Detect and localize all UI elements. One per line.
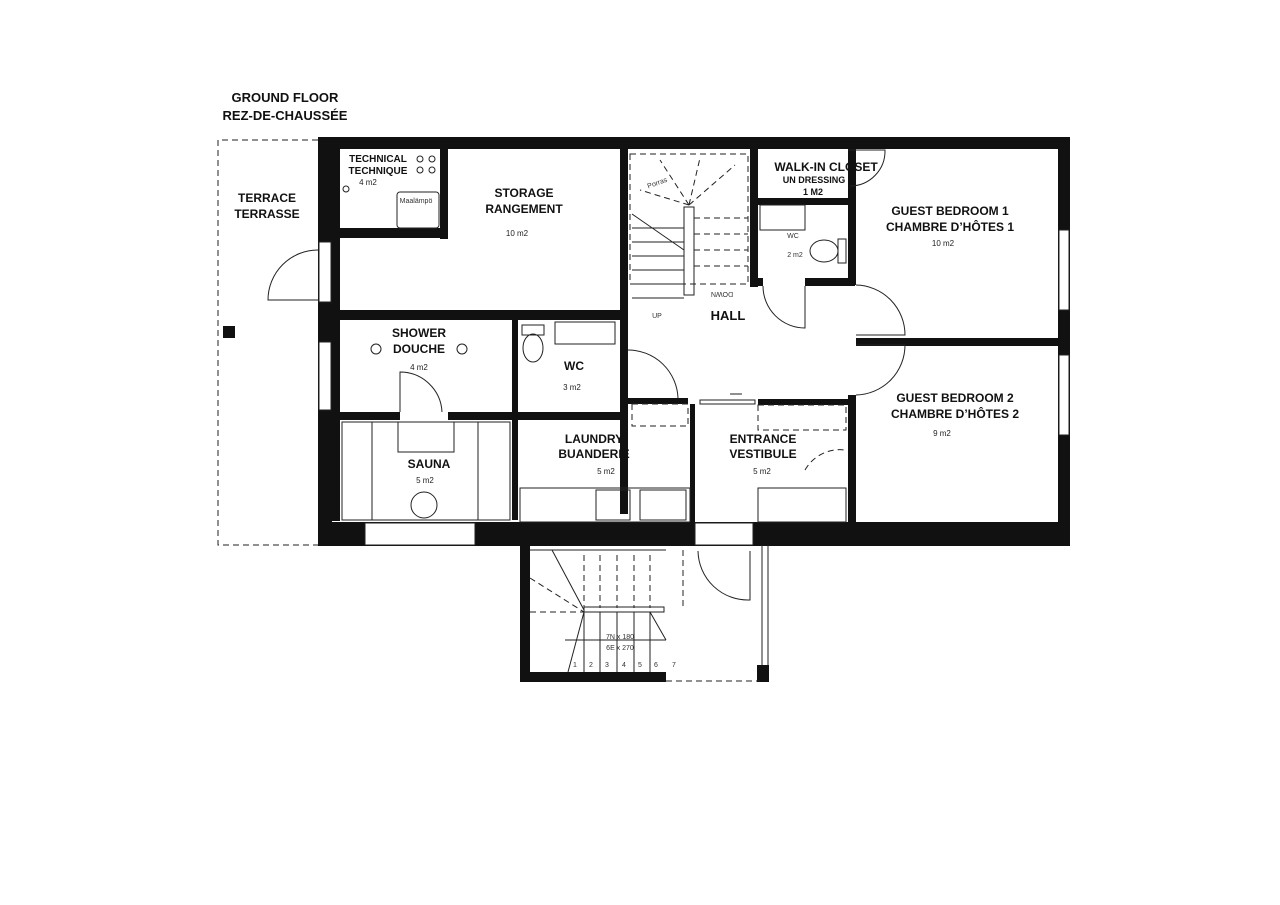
svg-text:CHAMBRE D’HÔTES 2: CHAMBRE D’HÔTES 2 bbox=[891, 406, 1019, 421]
svg-text:CHAMBRE D’HÔTES 1: CHAMBRE D’HÔTES 1 bbox=[886, 219, 1014, 234]
terrace-label-fr: TERRASSE bbox=[234, 207, 299, 221]
room-technical: TECHNICAL TECHNIQUE 4 m2 Maalämpö bbox=[342, 154, 440, 229]
svg-text:BUANDERIE: BUANDERIE bbox=[558, 447, 629, 461]
room-sauna: SAUNA 5 m2 bbox=[341, 421, 511, 521]
svg-text:LAUNDRY: LAUNDRY bbox=[565, 432, 623, 446]
svg-text:6E x 270: 6E x 270 bbox=[606, 645, 634, 652]
room-laundry: LAUNDRY BUANDERIE 5 m2 bbox=[519, 403, 691, 523]
svg-text:GUEST BEDROOM 2: GUEST BEDROOM 2 bbox=[896, 391, 1014, 405]
svg-text:4 m2: 4 m2 bbox=[410, 363, 428, 372]
svg-text:5 m2: 5 m2 bbox=[416, 476, 434, 485]
plan-subtitle: REZ-DE-CHAUSSÉE bbox=[223, 108, 348, 123]
room-guest-bedroom-1: GUEST BEDROOM 1 CHAMBRE D’HÔTES 1 10 m2 bbox=[855, 204, 1014, 336]
svg-text:WC: WC bbox=[787, 233, 799, 240]
svg-text:DOUCHE: DOUCHE bbox=[393, 342, 445, 356]
svg-text:TECHNICAL: TECHNICAL bbox=[349, 154, 407, 165]
svg-text:7N x 180: 7N x 180 bbox=[606, 634, 634, 641]
svg-text:7: 7 bbox=[672, 662, 676, 669]
room-hall: HALL bbox=[627, 308, 746, 399]
room-entrance: ENTRANCE VESTIBULE 5 m2 bbox=[729, 404, 847, 523]
svg-text:5: 5 bbox=[638, 662, 642, 669]
svg-text:3: 3 bbox=[605, 662, 609, 669]
svg-text:Maalämpö: Maalämpö bbox=[400, 198, 433, 205]
room-wc: WC 3 m2 bbox=[521, 321, 616, 392]
room-storage: STORAGE RANGEMENT 10 m2 bbox=[485, 186, 563, 238]
svg-text:HALL: HALL bbox=[711, 308, 746, 323]
walls bbox=[318, 137, 1070, 546]
plan-title: GROUND FLOOR bbox=[232, 90, 339, 105]
room-shower: SHOWER DOUCHE 4 m2 bbox=[370, 326, 468, 413]
svg-text:Porras: Porras bbox=[647, 177, 669, 191]
svg-text:5 m2: 5 m2 bbox=[753, 467, 771, 476]
svg-text:2: 2 bbox=[589, 662, 593, 669]
svg-text:VESTIBULE: VESTIBULE bbox=[729, 447, 796, 461]
svg-text:ENTRANCE: ENTRANCE bbox=[730, 432, 797, 446]
room-guest-bedroom-2: GUEST BEDROOM 2 CHAMBRE D’HÔTES 2 9 m2 bbox=[855, 344, 1019, 438]
svg-text:1 M2: 1 M2 bbox=[803, 187, 823, 197]
svg-text:WC: WC bbox=[564, 359, 584, 373]
svg-text:UN DRESSING: UN DRESSING bbox=[783, 175, 846, 185]
staircase: Porras UP DOWN bbox=[629, 153, 749, 320]
svg-text:10 m2: 10 m2 bbox=[932, 239, 955, 248]
svg-text:9 m2: 9 m2 bbox=[933, 429, 951, 438]
svg-text:6: 6 bbox=[654, 662, 658, 669]
svg-text:4 m2: 4 m2 bbox=[359, 178, 377, 187]
room-wc-small: WC 2 m2 bbox=[759, 204, 847, 329]
svg-text:WALK-IN CLOSET: WALK-IN CLOSET bbox=[774, 160, 878, 174]
heat-pump-unit bbox=[396, 191, 440, 229]
svg-text:STORAGE: STORAGE bbox=[494, 186, 553, 200]
terrace bbox=[217, 139, 319, 546]
svg-text:GUEST BEDROOM 1: GUEST BEDROOM 1 bbox=[891, 204, 1009, 218]
svg-text:SAUNA: SAUNA bbox=[408, 457, 451, 471]
svg-text:TECHNIQUE: TECHNIQUE bbox=[349, 166, 408, 177]
outer-staircase: 7N x 180 6E x 270 1 2 3 4 5 6 7 bbox=[520, 545, 769, 682]
svg-text:1: 1 bbox=[573, 662, 577, 669]
svg-text:10 m2: 10 m2 bbox=[506, 229, 529, 238]
svg-text:5 m2: 5 m2 bbox=[597, 467, 615, 476]
svg-text:2 m2: 2 m2 bbox=[787, 252, 803, 259]
svg-text:DOWN: DOWN bbox=[711, 290, 733, 297]
svg-text:4: 4 bbox=[622, 662, 626, 669]
svg-text:SHOWER: SHOWER bbox=[392, 326, 446, 340]
svg-text:3 m2: 3 m2 bbox=[563, 383, 581, 392]
terrace-label-en: TERRACE bbox=[238, 191, 296, 205]
svg-text:RANGEMENT: RANGEMENT bbox=[485, 202, 563, 216]
svg-text:UP: UP bbox=[652, 313, 662, 320]
room-walk-in-closet: WALK-IN CLOSET UN DRESSING 1 M2 bbox=[774, 149, 886, 197]
